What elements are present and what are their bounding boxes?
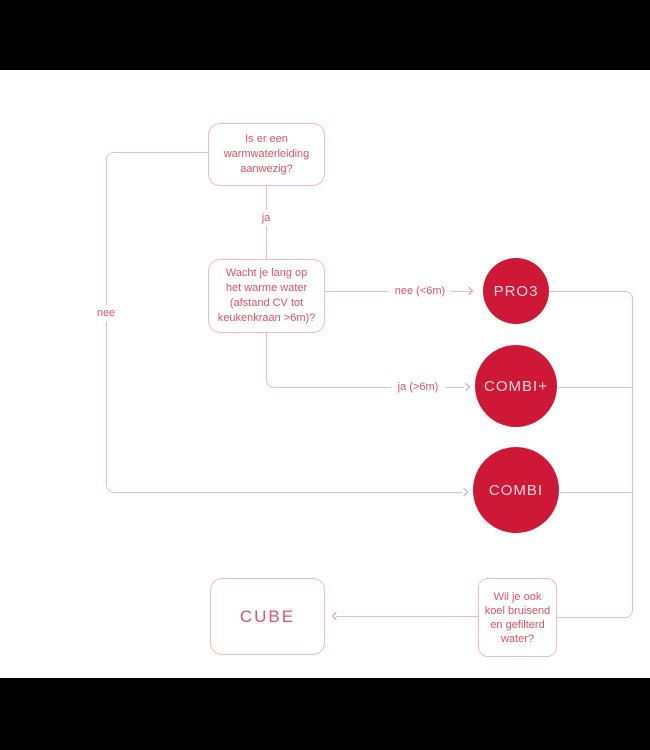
connector-q1-left [114,152,208,153]
edge-label-nee6m: nee (<6m) [388,283,452,299]
connector-nee-to-combi [114,492,462,493]
connector-combi-plus-right [558,387,633,388]
product-node-cube[interactable]: CUBE [210,578,325,655]
connector-corner-right-rail-bottom [625,610,633,618]
arrowhead-combi-plus [461,382,471,392]
arrowhead-cube [331,611,341,621]
connector-combi-right [560,492,633,493]
connector-corner-q2-bottom [266,380,274,388]
edge-label-nee: nee [90,305,122,321]
connector-rail-to-q3 [557,617,625,618]
product-node-combi[interactable]: COMBI [473,447,559,533]
connector-corner-q1-left [106,152,114,160]
product-node-combi-plus[interactable]: COMBI+ [475,345,557,427]
arrowhead-combi [459,487,469,497]
connector-pro3-right [549,291,625,292]
connector-q2-bottom [266,333,267,380]
connector-corner-left-rail-bottom [106,485,114,493]
product-node-pro3[interactable]: PRO3 [483,258,549,324]
edge-label-ja: ja [255,210,277,226]
connector-right-rail [632,299,633,610]
connector-ja6m [274,387,464,388]
connector-q3-to-cube [336,616,478,617]
letterbox-top [0,0,650,70]
letterbox-bottom [0,678,650,750]
question-wachttijd: Wacht je lang op het warme water (afstan… [208,259,325,333]
connector-corner-right-rail-top [625,291,633,299]
question-koel-bruisend: Wil je ook koel bruisend en gefilterd wa… [478,578,557,657]
arrowhead-pro3 [464,286,474,296]
edge-label-ja6m: ja (>6m) [391,379,445,395]
question-warmwaterleiding: Is er een warmwaterleiding aanwezig? [208,123,325,186]
connector-left-rail [106,160,107,485]
